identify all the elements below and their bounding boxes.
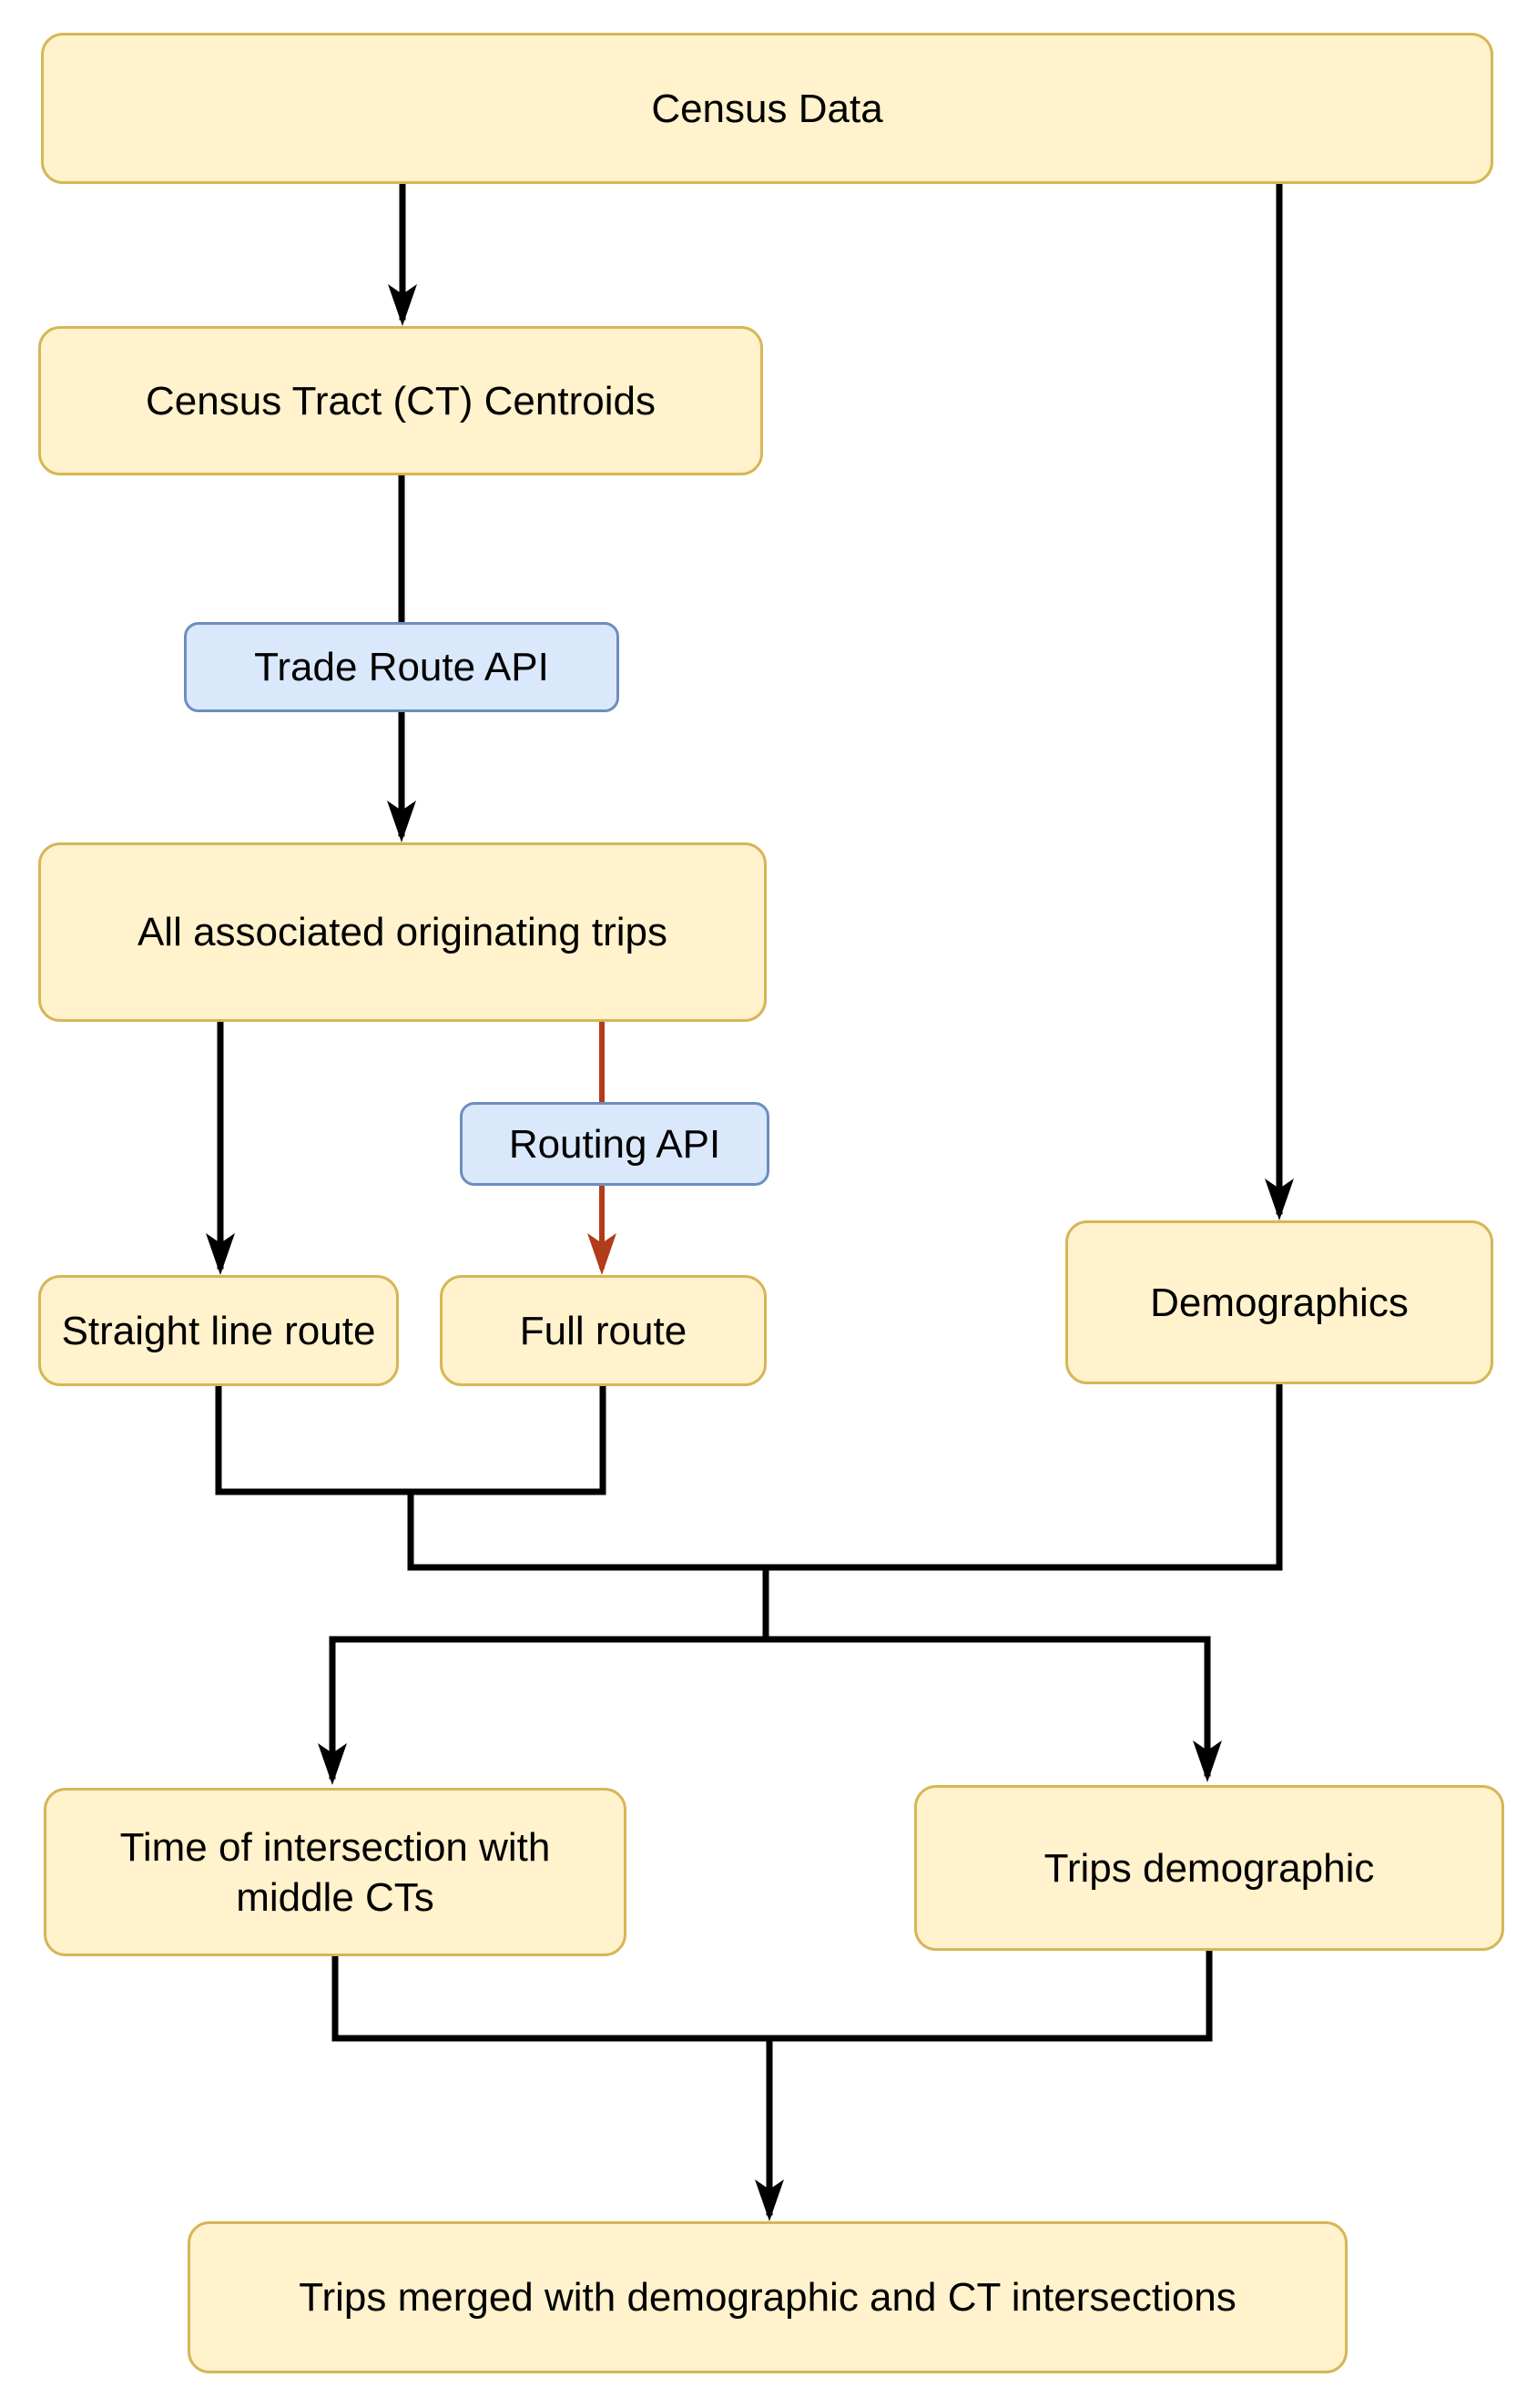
node-trips-demographic: Trips demographic <box>914 1785 1504 1951</box>
node-routing-api: Routing API <box>460 1102 769 1186</box>
node-full-route: Full route <box>440 1275 767 1386</box>
node-trade-route-api: Trade Route API <box>184 622 619 712</box>
node-trips-merged: Trips merged with demographic and CT int… <box>188 2221 1348 2373</box>
node-routing-api-label: Routing API <box>508 1121 721 1167</box>
node-full-route-label: Full route <box>519 1308 687 1353</box>
node-demographics-label: Demographics <box>1150 1280 1409 1325</box>
node-time-intersection-label: Time of intersection with middle CTs <box>119 1824 551 1920</box>
node-census-data-label: Census Data <box>651 86 883 131</box>
edge-routes-merge <box>215 1383 606 1495</box>
node-straight-line-route: Straight line route <box>38 1275 399 1386</box>
node-trips-merged-label: Trips merged with demographic and CT int… <box>299 2275 1237 2320</box>
node-all-trips-label: All associated originating trips <box>137 910 668 954</box>
node-time-intersection: Time of intersection with middle CTs <box>44 1788 626 1956</box>
edge-demographics-merge <box>407 1379 1283 1571</box>
node-census-data: Census Data <box>41 33 1493 184</box>
node-demographics: Demographics <box>1065 1220 1493 1384</box>
node-all-trips: All associated originating trips <box>38 842 767 1022</box>
node-trade-route-api-label: Trade Route API <box>254 645 549 689</box>
node-ct-centroids-label: Census Tract (CT) Centroids <box>146 378 656 423</box>
node-ct-centroids: Census Tract (CT) Centroids <box>38 326 763 475</box>
edge-bottom-merge <box>331 1947 1213 2042</box>
node-trips-demographic-label: Trips demographic <box>1043 1845 1375 1891</box>
node-straight-line-route-label: Straight line route <box>61 1308 376 1353</box>
